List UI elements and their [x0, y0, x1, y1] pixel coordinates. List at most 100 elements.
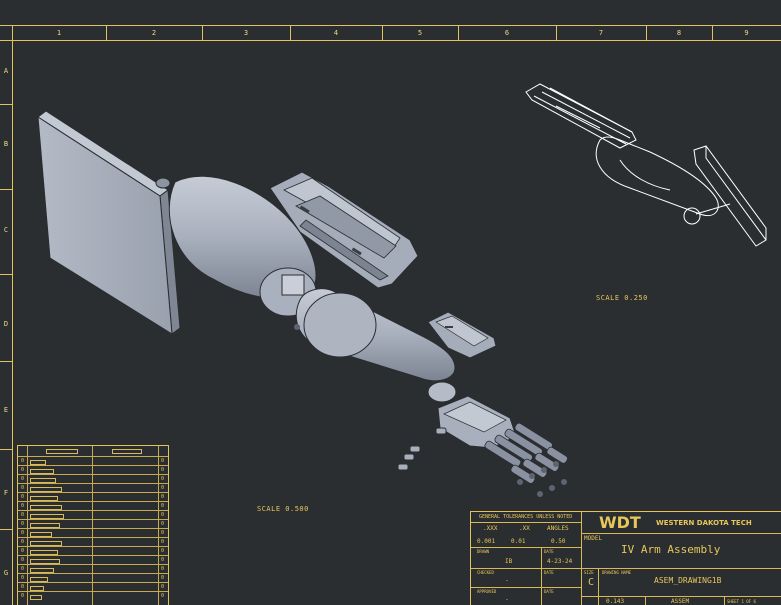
parts-list-qty: 0	[160, 512, 164, 518]
zone-col-4: 4	[333, 29, 339, 37]
approved-label: APPROVED	[477, 589, 497, 594]
tolerance-header: GENERAL TOLERANCES UNLESS NOTED	[479, 514, 573, 520]
zone-col-9: 9	[744, 29, 749, 37]
zone-col-6: 6	[504, 29, 510, 37]
parts-list-item-number: 0	[18, 592, 28, 601]
zone-col-7: 7	[598, 29, 604, 37]
parts-list-description	[30, 550, 58, 555]
parts-list-description	[30, 559, 60, 564]
parts-list-qty: 0	[160, 584, 164, 590]
company-name: WESTERN DAKOTA TECH	[656, 519, 752, 527]
parts-list-item-number: 0	[18, 493, 28, 502]
parts-list-item-number: 0	[18, 583, 28, 592]
zone-row-g: G	[3, 569, 9, 577]
parts-list-item-number: 0	[18, 565, 28, 574]
company-logo: WDT	[599, 513, 641, 532]
parts-list-description	[30, 478, 56, 483]
date-value: 4-23-24	[547, 558, 573, 565]
date-label: DATE	[544, 549, 554, 554]
drawing-type-value: ASSEM	[671, 598, 690, 605]
parts-list-description	[30, 595, 42, 600]
approved-date-label: DATE	[544, 589, 554, 594]
parts-list-description	[30, 568, 54, 573]
zone-row-d: D	[3, 320, 9, 328]
checked-date-label: DATE	[544, 570, 554, 575]
parts-list-item-number: 0	[18, 502, 28, 511]
tol-xxx-label: .XXX	[483, 525, 498, 532]
parts-list-description	[30, 496, 58, 501]
parts-list-item-number: 0	[18, 556, 28, 565]
parts-list-description	[30, 487, 62, 492]
tol-xx-label: .XX	[519, 525, 530, 532]
wrist-cover	[427, 311, 497, 359]
parts-list-qty: 0	[160, 485, 164, 491]
tol-angles-label: ANGLES	[547, 525, 569, 532]
main-view-scale: SCALE 0.500	[257, 505, 309, 513]
drawn-value: IB	[505, 558, 513, 565]
zone-row-e: E	[3, 406, 9, 414]
parts-list-item-number: 0	[18, 538, 28, 547]
parts-list-description	[30, 514, 64, 519]
parts-list-item-number: 0	[18, 466, 28, 475]
drawing-scale-value: 0.143	[606, 598, 625, 605]
parts-list-item-number: 0	[18, 457, 28, 466]
parts-list-qty: 0	[160, 593, 164, 599]
parts-list-item-number: 0	[18, 475, 28, 484]
parts-list-qty: 0	[160, 530, 164, 536]
parts-list-qty: 0	[160, 521, 164, 527]
approved-value: -	[505, 596, 509, 603]
parts-list-description	[30, 532, 52, 537]
zone-col-2: 2	[151, 29, 157, 37]
tol-angles-value: 0.50	[551, 538, 566, 545]
zone-row-f: F	[3, 489, 9, 497]
checked-label: CHECKED	[477, 570, 494, 575]
parts-list-description	[30, 541, 62, 546]
tol-xx-value: 0.01	[511, 538, 526, 545]
parts-list-qty: 0	[160, 557, 164, 563]
parts-list-description	[30, 586, 44, 591]
parts-list-qty: 0	[160, 476, 164, 482]
title-block: GENERAL TOLERANCES UNLESS NOTED .XXX .XX…	[470, 511, 781, 605]
parts-list-qty: 0	[160, 503, 164, 509]
checked-value: -	[505, 577, 509, 584]
parts-list-item-number: 0	[18, 529, 28, 538]
forearm-cylinder	[294, 288, 457, 403]
zone-col-1: 1	[56, 29, 62, 37]
zone-col-8: 8	[676, 29, 682, 37]
mounting-plate	[37, 110, 181, 335]
drawn-label: DRAWN	[477, 549, 490, 554]
tol-xxx-value: 0.001	[477, 538, 496, 545]
size-value: C	[588, 577, 595, 588]
parts-list-item-number: 0	[18, 484, 28, 493]
parts-list-qty: 0	[160, 458, 164, 464]
size-label: SIZE	[584, 570, 594, 575]
parts-list-qty: 0	[160, 575, 164, 581]
drawing-name-value: ASEM_DRAWING1B	[654, 576, 722, 585]
parts-list-qty: 0	[160, 494, 164, 500]
parts-list-qty: 0	[160, 548, 164, 554]
parts-list-item-number: 0	[18, 520, 28, 529]
parts-list-description	[30, 523, 60, 528]
iso-view-scale: SCALE 0.250	[596, 294, 648, 302]
model-label: MODEL	[584, 535, 603, 542]
zone-col-5: 5	[417, 29, 423, 37]
parts-list-qty: 0	[160, 566, 164, 572]
forearm-shell	[269, 171, 419, 289]
